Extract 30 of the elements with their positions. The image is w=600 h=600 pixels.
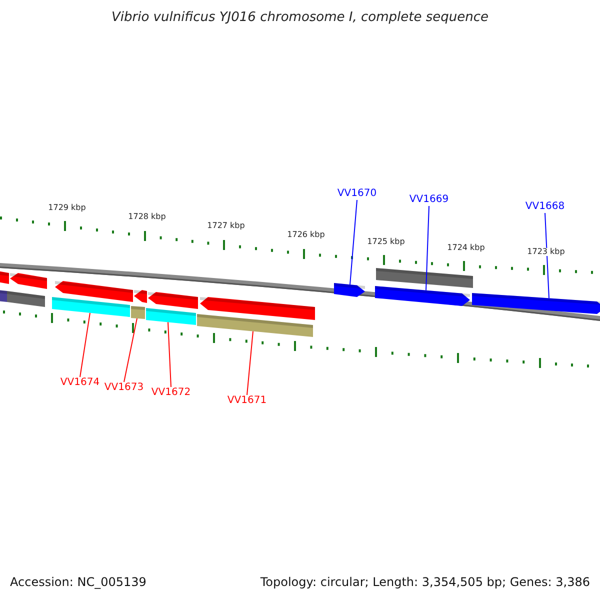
title: Vibrio vulnificus YJ016 chromosome I, complete sequence xyxy=(111,11,489,24)
gene-label: VV1673 xyxy=(104,383,144,393)
scale-label: 1728 kbp xyxy=(128,213,166,221)
gene-label: VV1672 xyxy=(151,388,191,398)
leader-line xyxy=(350,200,358,286)
gene-label: VV1670 xyxy=(337,189,377,199)
gene-label: VV1671 xyxy=(227,396,267,406)
scale-label: 1727 kbp xyxy=(207,222,245,230)
gene-block xyxy=(472,293,600,314)
gene-label: VV1668 xyxy=(525,202,565,212)
leader-line xyxy=(426,206,430,291)
gene-bar xyxy=(197,314,313,337)
leader-line xyxy=(80,312,90,378)
gene-bar xyxy=(131,306,145,319)
scale-label: 1723 kbp xyxy=(527,248,565,256)
scale-label: 1729 kbp xyxy=(48,204,86,212)
gene-bar xyxy=(146,308,196,325)
scale-label: 1726 kbp xyxy=(287,231,325,239)
leader-line xyxy=(124,318,138,382)
gene-block xyxy=(375,286,470,306)
gene-block xyxy=(334,283,365,297)
gene-bar xyxy=(52,297,130,317)
summary-text: Topology: circular; Length: 3,354,505 bp; Genes: 3,386 xyxy=(260,576,590,588)
leader-line xyxy=(246,330,254,396)
scale-label: 1724 kbp xyxy=(447,244,485,252)
gene-label: VV1669 xyxy=(409,195,449,205)
scale-label: 1725 kbp xyxy=(367,238,405,246)
accession-text: Accession: NC_005139 xyxy=(10,576,146,588)
leader-line xyxy=(168,322,172,388)
gene-label: VV1674 xyxy=(60,378,100,388)
